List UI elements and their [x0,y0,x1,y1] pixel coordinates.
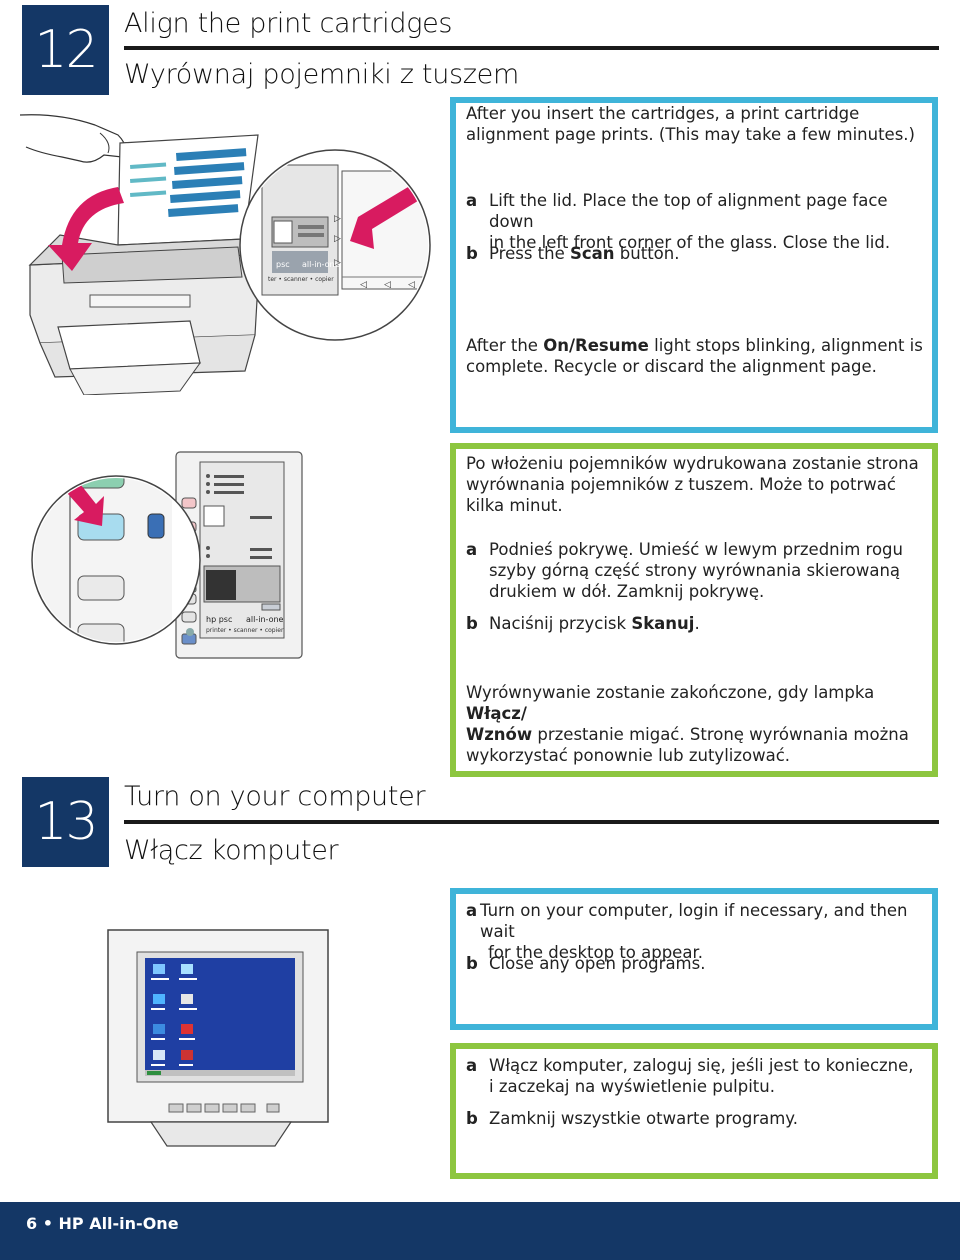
item-letter: b [466,1109,478,1128]
instructions-box-pl [450,443,938,777]
step-13-item-b-pl: b Zamknij wszystkie otwarte programy. [466,1108,926,1130]
panel-aio-label: all-in-one [302,260,340,269]
step-13-number: 13 [22,777,109,867]
step-13-title-en: Turn on your computer [124,781,426,812]
para-text: kilka minut. [466,496,563,515]
item-line: szyby górną część strony wyrównania skie… [489,561,901,580]
panel-subtitle-full: printer • scanner • copier [206,627,284,634]
item-letter: a [466,1056,478,1075]
step-12-title-pl: Wyrównaj pojemniki z tuszem [124,59,519,90]
step-12-item-b-en: b Press the Scan button. [466,243,926,265]
lift-lid-arrow-icon [48,187,124,271]
item-letter: a [466,540,478,559]
para-text: After the [466,336,544,355]
item-letter: a [466,901,478,920]
alignment-complete-pl: Wyrównywanie zostanie zakończone, gdy la… [466,682,932,766]
step-12-number: 12 [22,5,109,95]
svg-text:▷: ▷ [334,258,341,268]
item-text: button. [614,244,680,263]
item-body: Podnieś pokrywę. Umieść w lewym przednim… [489,539,903,602]
item-line: in the left front corner of the glass. C… [489,233,891,252]
svg-text:▷: ▷ [334,234,341,244]
para-text: przestanie migać. Stronę wyrównania możn… [532,725,909,744]
step-13-item-a-en: a Turn on your computer, login if necess… [466,900,926,962]
item-body: Włącz komputer, zaloguj się, jeśli jest … [489,1055,914,1097]
item-letter: a [466,191,478,210]
step-12-title-rule [124,46,939,50]
step-12-item-a-pl: a Podnieś pokrywę. Umieść w lewym przedn… [466,539,926,603]
item-letter: b [466,614,478,633]
printer-illustration: psc all-in-one ter • scanner • copier ▷ … [19,114,431,395]
para-text: wykorzystać ponownie lub zutylizować. [466,746,791,765]
item-body: Zamknij wszystkie otwarte programy. [489,1109,798,1128]
item-line: Podnieś pokrywę. Umieść w lewym przednim… [489,540,903,559]
item-line: i zaczekaj na wyświetlenie pulpitu. [489,1077,775,1096]
item-body: Naciśnij przycisk Skanuj. [489,613,700,634]
step-13-title-pl: Włącz komputer [124,835,339,866]
para-text: wyrównania pojemników z tuszem. Może to … [466,475,896,494]
item-text: Naciśnij przycisk [489,614,632,633]
panel-subtitle-label: ter • scanner • copier [268,276,334,283]
control-panel-illustration: hp psc all-in-one printer • scanner • co… [31,451,303,659]
footer-page-label: 6 • HP All-in-One [26,1214,179,1233]
item-body: Lift the lid. Place the top of alignment… [489,190,926,253]
para-text: complete. Recycle or discard the alignme… [466,357,877,376]
computer-box-pl [450,1043,938,1179]
step-12-title-en: Align the print cartridges [124,8,453,39]
item-line: for the desktop to appear. [488,943,703,962]
step-13-item-b-en: b Close any open programs. [466,953,926,975]
item-text: Press the [489,244,570,263]
computer-box-en [450,888,938,1030]
para-text: Po włożeniu pojemników wydrukowana zosta… [466,454,919,473]
svg-text:▷: ▷ [334,214,341,224]
item-body: Close any open programs. [489,954,706,973]
step-12-item-b-pl: b Naciśnij przycisk Skanuj. [466,613,926,635]
para-text: Wyrównywanie zostanie zakończone, gdy la… [466,683,875,702]
step-13-title-rule [124,820,939,824]
alignment-intro-en: After you insert the cartridges, a print… [466,104,915,144]
item-letter: b [466,954,478,973]
alignment-intro-pl: Po włożeniu pojemników wydrukowana zosta… [466,453,926,516]
svg-text:◁: ◁ [360,280,367,290]
desktop-screen [145,958,295,1076]
item-body: Press the Scan button. [489,243,679,264]
on-resume-label: On/Resume [543,336,649,355]
item-text: . [694,614,700,633]
scan-button-label: Scan [570,244,615,263]
panel-hp-psc-label: hp psc [206,615,232,624]
wlacz-label: Włącz/ [466,704,527,723]
monitor-illustration [107,929,329,1147]
instructions-box-en [450,97,938,433]
skanuj-button-label: Skanuj [631,614,695,633]
item-line: Lift the lid. Place the top of alignment… [489,191,888,231]
svg-text:◁: ◁ [408,280,415,290]
para-text: light stops blinking, alignment is [648,336,923,355]
item-line: Włącz komputer, zaloguj się, jeśli jest … [489,1056,914,1075]
panel-aio-label-2: all-in-one [246,615,284,624]
alignment-complete-en: After the On/Resume light stops blinking… [466,335,926,377]
step-13-item-a-pl: a Włącz komputer, zaloguj się, jeśli jes… [466,1055,926,1099]
wznow-label: Wznów [466,725,533,744]
step-12-item-a-en: a Lift the lid. Place the top of alignme… [466,190,926,252]
item-letter: b [466,244,478,263]
svg-text:◁: ◁ [384,280,391,290]
panel-psc-label: psc [276,260,290,269]
item-line: Turn on your computer, login if necessar… [480,901,908,941]
page-footer: 6 • HP All-in-One [0,1202,960,1260]
item-body: Turn on your computer, login if necessar… [480,900,926,963]
item-line: drukiem w dół. Zamknij pokrywę. [489,582,765,601]
